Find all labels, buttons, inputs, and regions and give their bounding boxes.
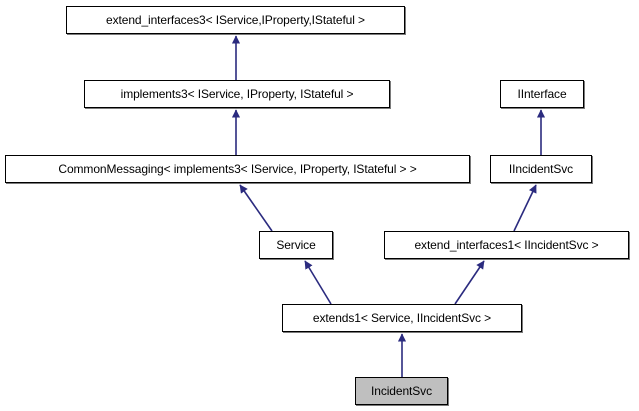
node-incidentsvc[interactable]: IncidentSvc	[355, 377, 448, 405]
node-extend-interfaces3[interactable]: extend_interfaces3< IService,IProperty,I…	[66, 6, 405, 34]
node-label: IIncidentSvc	[508, 161, 574, 176]
inheritance-edge	[239, 184, 273, 232]
inheritance-edge	[513, 184, 537, 232]
node-label: extend_interfaces3< IService,IProperty,I…	[106, 12, 365, 27]
node-service[interactable]: Service	[259, 231, 333, 259]
node-implements3[interactable]: implements3< IService, IProperty, IState…	[84, 80, 390, 108]
node-label: CommonMessaging< implements3< IService, …	[58, 161, 417, 176]
node-iincidentsvc[interactable]: IIncidentSvc	[490, 155, 592, 183]
node-extend-interfaces1[interactable]: extend_interfaces1< IIncidentSvc >	[384, 231, 629, 259]
node-label: extend_interfaces1< IIncidentSvc >	[414, 237, 599, 252]
node-label: Service	[276, 237, 316, 252]
node-label: implements3< IService, IProperty, IState…	[120, 86, 354, 101]
node-extends1[interactable]: extends1< Service, IIncidentSvc >	[282, 304, 522, 332]
node-commonmessaging[interactable]: CommonMessaging< implements3< IService, …	[5, 155, 470, 183]
inheritance-edge	[454, 260, 485, 305]
edge-group	[231, 35, 546, 377]
node-label: IncidentSvc	[371, 383, 432, 398]
node-iinterface[interactable]: IInterface	[500, 80, 584, 108]
node-label: IInterface	[517, 86, 567, 101]
node-label: extends1< Service, IIncidentSvc >	[312, 310, 492, 325]
inheritance-edge	[304, 260, 332, 305]
